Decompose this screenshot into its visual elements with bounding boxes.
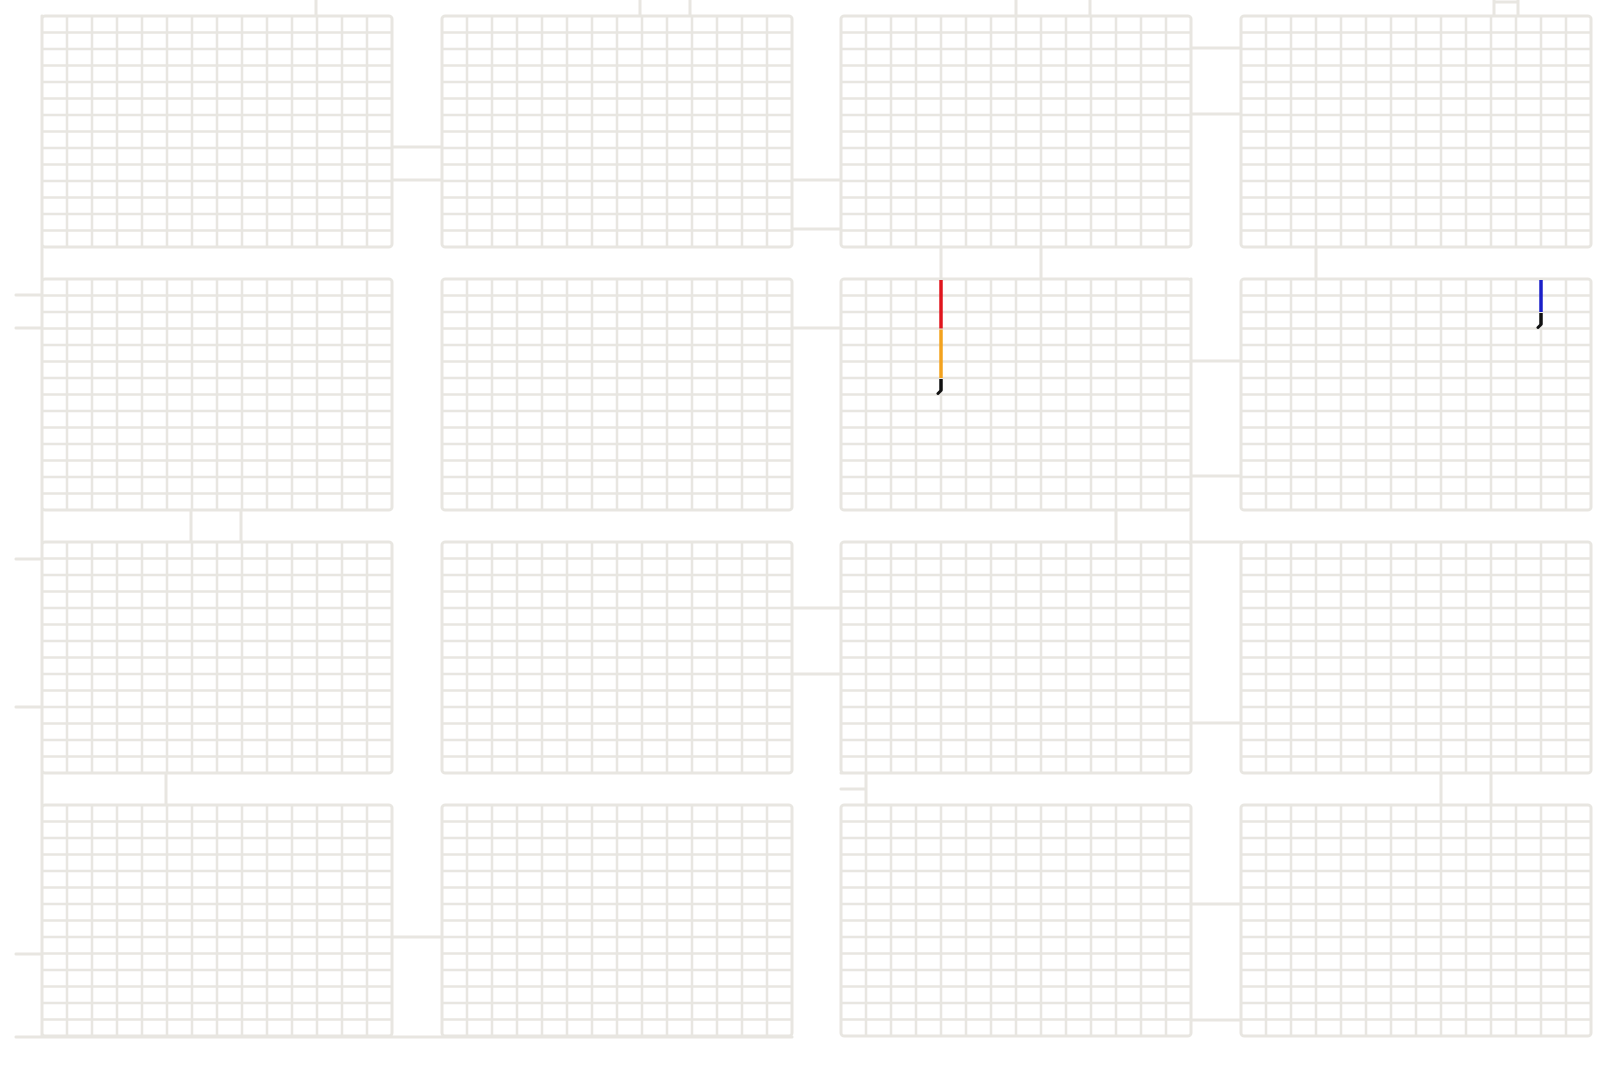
maze-block-3-0: [40, 803, 394, 1038]
maze-block-1-3: [1239, 277, 1593, 512]
maze-block-2-0: [40, 540, 394, 775]
maze-block-0-3: [1239, 14, 1593, 249]
maze-block-3-3: [1239, 803, 1593, 1038]
maze-block-2-1: [440, 540, 794, 775]
red-orange-path-tail: [936, 389, 943, 395]
maze-block-1-0: [40, 277, 394, 512]
maze-block-2-2: [839, 540, 1193, 775]
maze-block-3-2: [839, 803, 1193, 1038]
maze-block-3-1: [440, 803, 794, 1038]
maze-block-1-2: [839, 277, 1193, 512]
maze-block-0-0: [40, 14, 394, 249]
blue-path-tail: [1536, 323, 1543, 329]
maze-block-0-1: [440, 14, 794, 249]
maze-block-2-3: [1239, 540, 1593, 775]
maze-block-0-2: [839, 14, 1193, 249]
maze-block-1-1: [440, 277, 794, 512]
maze-paths: [936, 280, 1543, 395]
maze-blocks: [40, 14, 1593, 1038]
